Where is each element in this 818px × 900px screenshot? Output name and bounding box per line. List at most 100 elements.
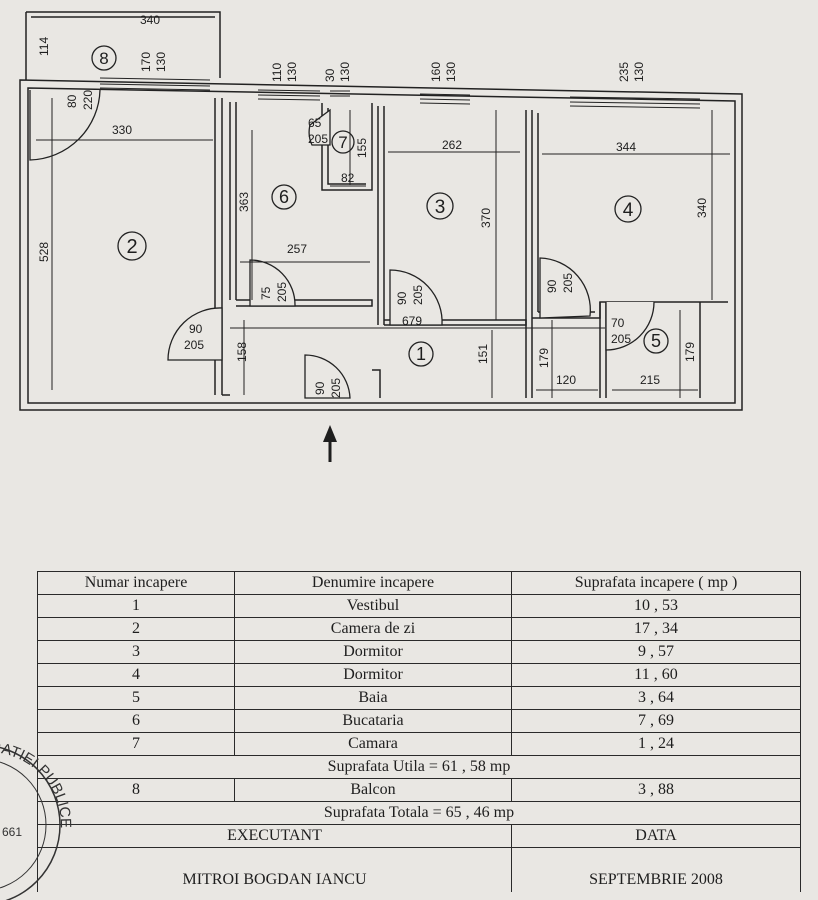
room-label-5: 5 [643,328,669,354]
svg-text:82: 82 [341,171,355,185]
svg-text:90: 90 [189,322,203,336]
svg-text:6: 6 [279,187,289,207]
balcony-outline [25,11,221,80]
room-label-1: 1 [408,341,434,367]
svg-text:179: 179 [683,342,697,362]
total-area-row: Suprafata Totala = 65 , 46 mp [37,801,801,825]
total-area: Suprafata Totala = 65 , 46 mp [37,801,801,825]
table-row: 1 Vestibul 10 , 53 [37,594,801,618]
row-name: Bucataria [234,709,512,733]
svg-text:257: 257 [287,242,307,256]
row-number: 2 [37,617,235,641]
date-label: DATA [511,824,801,848]
svg-text:130: 130 [285,62,299,82]
svg-text:528: 528 [37,242,51,262]
svg-text:3: 3 [435,197,446,218]
svg-text:70: 70 [611,316,625,330]
svg-text:130: 130 [338,62,352,82]
entrance-arrow-icon [323,425,337,462]
table-row: 3 Dormitor 9 , 57 [37,640,801,664]
svg-text:158: 158 [235,342,249,362]
doors [29,89,655,399]
row-area: 3 , 88 [511,778,801,802]
svg-text:75: 75 [259,286,273,300]
svg-text:90: 90 [313,381,327,395]
door-room3 [389,269,443,326]
door-balcony [29,89,101,161]
svg-text:679: 679 [402,314,422,328]
row-name: Camera de zi [234,617,512,641]
row-area: 1 , 24 [511,732,801,756]
row-area: 3 , 64 [511,686,801,710]
signature-row: MITROI BOGDAN IANCU SEPTEMBRIE 2008 [37,847,801,892]
row-name: Baia [234,686,512,710]
svg-text:90: 90 [395,291,409,305]
table-row: 2 Camera de zi 17 , 34 [37,617,801,641]
table-row: 4 Dormitor 11 , 60 [37,663,801,687]
svg-text:205: 205 [329,378,343,398]
row-number: 3 [37,640,235,664]
svg-text:330: 330 [112,123,132,137]
door-bath [605,301,655,351]
header-room-area: Suprafata incapere ( mp ) [511,571,801,595]
executant-label: EXECUTANT [37,824,512,848]
row-area: 17 , 34 [511,617,801,641]
room-label-3: 3 [426,192,454,220]
svg-text:8: 8 [99,49,108,68]
svg-text:205: 205 [275,282,289,302]
official-stamp: RATIEI PUBLICE 661 [0,739,74,900]
svg-text:1: 1 [416,344,426,364]
row-name: Vestibul [234,594,512,618]
row-name: Dormitor [234,640,512,664]
table-header-row: Numar incapere Denumire incapere Suprafa… [37,571,801,595]
svg-text:661: 661 [2,825,22,839]
svg-text:130: 130 [154,52,168,72]
svg-text:151: 151 [476,344,490,364]
room-label-7: 7 [331,130,355,154]
svg-text:215: 215 [640,373,660,387]
svg-text:370: 370 [479,208,493,228]
floor-plan: 8 2 6 7 3 4 1 5 340 114 170 130 80 220 3… [19,11,743,462]
room-labels: 8 2 6 7 3 4 1 5 [91,45,669,367]
table-row: 7 Camara 1 , 24 [37,732,801,756]
dimension-lines [36,98,730,398]
svg-text:363: 363 [237,192,251,212]
room-label-8: 8 [91,45,117,71]
svg-text:90: 90 [545,279,559,293]
row-number: 5 [37,686,235,710]
windows [99,77,701,109]
row-area: 7 , 69 [511,709,801,733]
svg-text:RATIEI PUBLICE: RATIEI PUBLICE [0,739,74,828]
svg-text:65: 65 [308,116,322,130]
door-pantry [308,108,331,146]
svg-text:340: 340 [695,198,709,218]
door-entry [304,354,351,399]
svg-text:179: 179 [537,348,551,368]
svg-text:5: 5 [651,331,661,351]
svg-text:205: 205 [184,338,204,352]
svg-text:114: 114 [37,37,51,56]
svg-text:4: 4 [623,200,634,221]
executant-name: MITROI BOGDAN IANCU [37,847,512,892]
row-number: 1 [37,594,235,618]
svg-text:262: 262 [442,138,462,152]
room-label-4: 4 [614,195,642,223]
svg-text:220: 220 [81,90,95,110]
row-name: Camara [234,732,512,756]
svg-text:80: 80 [65,94,79,108]
svg-text:2: 2 [126,236,137,258]
row-number: 4 [37,663,235,687]
svg-text:170: 170 [139,52,153,72]
svg-text:120: 120 [556,373,576,387]
row-name: Dormitor [234,663,512,687]
table-row: 6 Bucataria 7 , 69 [37,709,801,733]
table-row: 5 Baia 3 , 64 [37,686,801,710]
door-kitchen [249,259,296,307]
signature-header-row: EXECUTANT DATA [37,824,801,848]
row-area: 11 , 60 [511,663,801,687]
row-area: 9 , 57 [511,640,801,664]
room-area-table: Numar incapere Denumire incapere Suprafa… [37,571,801,892]
door-room2 [167,307,223,361]
table-row: 8 Balcon 3 , 88 [37,778,801,802]
svg-text:205: 205 [611,332,631,346]
